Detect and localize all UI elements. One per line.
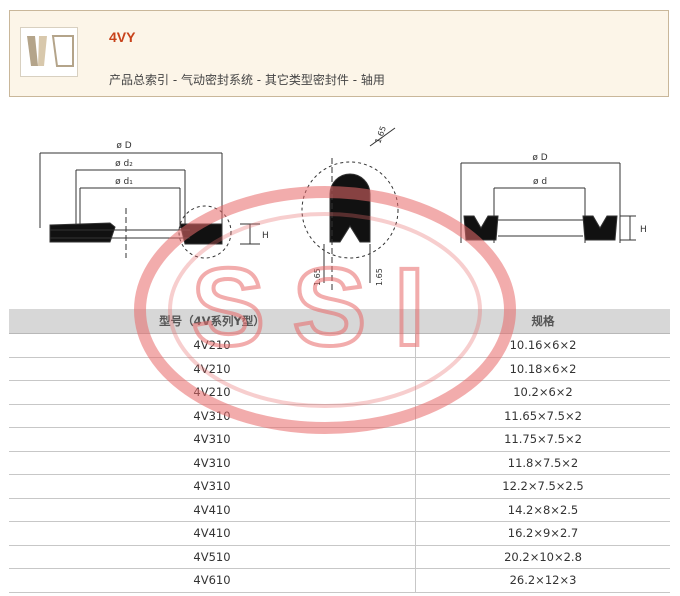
model-cell: 4V310 <box>9 474 416 499</box>
left-height-label: H <box>262 231 269 241</box>
spec-cell: 10.16×6×2 <box>415 333 670 358</box>
left-seal-drawing <box>39 152 260 259</box>
left-inner-diameter-label: ø d₁ <box>115 177 133 187</box>
product-title: 4VY <box>109 29 136 45</box>
left-outer-diameter-label: ø D <box>116 141 131 151</box>
product-thumbnail <box>20 27 78 77</box>
spec-cell: 11.8×7.5×2 <box>415 451 670 475</box>
table-header-row: 型号（4V系列Y型） 规格 <box>9 309 670 334</box>
breadcrumb: 产品总索引 - 气动密封系统 - 其它类型密封件 - 轴用 <box>109 73 385 87</box>
right-outer-diameter-label: ø D <box>532 153 547 163</box>
model-cell: 4V410 <box>9 521 416 546</box>
right-inner-diameter-label: ø d <box>533 177 547 187</box>
right-seal-drawing <box>460 162 636 243</box>
model-cell: 4V310 <box>9 404 416 428</box>
spec-cell: 10.2×6×2 <box>415 380 670 405</box>
model-cell: 4V510 <box>9 545 416 569</box>
model-cell: 4V610 <box>9 568 416 593</box>
spec-cell: 26.2×12×3 <box>415 568 670 593</box>
spec-cell: 12.2×7.5×2.5 <box>415 474 670 499</box>
spec-cell: 14.2×8×2.5 <box>415 498 670 522</box>
spec-cell: 11.65×7.5×2 <box>415 404 670 428</box>
spec-cell: 10.18×6×2 <box>415 357 670 381</box>
center-bottom-right-dimension: 1.65 <box>375 268 384 286</box>
model-cell: 4V310 <box>9 451 416 475</box>
model-cell: 4V410 <box>9 498 416 522</box>
column-header-model: 型号（4V系列Y型） <box>9 309 416 334</box>
right-height-label: H <box>640 225 647 235</box>
center-bottom-left-dimension: 1.65 <box>313 268 322 286</box>
spec-cell: 16.2×9×2.7 <box>415 521 670 546</box>
model-cell: 4V210 <box>9 333 416 358</box>
model-cell: 4V210 <box>9 380 416 405</box>
column-header-spec: 规格 <box>415 309 670 334</box>
product-header: 4VY 产品总索引 - 气动密封系统 - 其它类型密封件 - 轴用 <box>9 10 669 97</box>
technical-drawings: ø D ø d₂ ø d₁ H 1.65 1.65 1.65 ø D ø d H <box>39 125 647 293</box>
left-mid-diameter-label: ø d₂ <box>115 159 133 169</box>
spec-cell: 20.2×10×2.8 <box>415 545 670 569</box>
model-cell: 4V210 <box>9 357 416 381</box>
model-cell: 4V310 <box>9 427 416 452</box>
spec-cell: 11.75×7.5×2 <box>415 427 670 452</box>
